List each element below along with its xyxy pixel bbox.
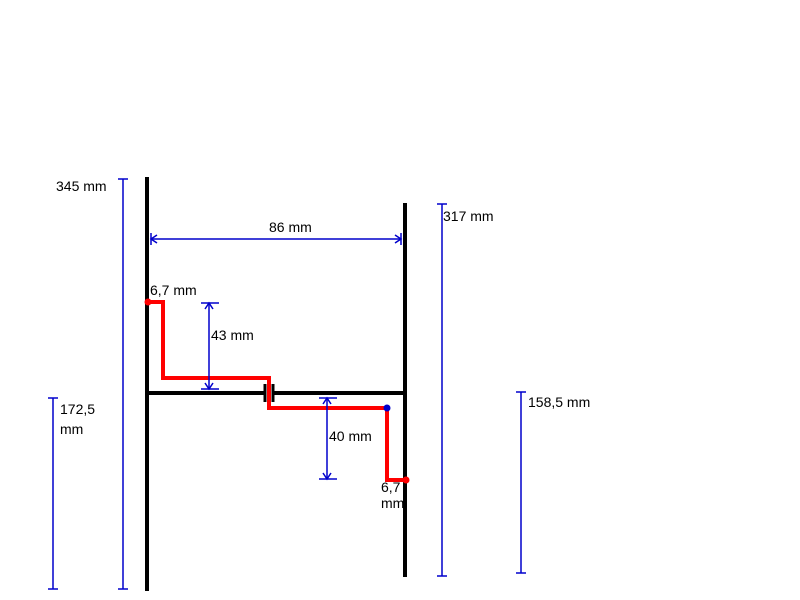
dim-upper-drop [201, 301, 219, 391]
label-bottom-offset-1: 6,7 [381, 479, 401, 495]
label-top-offset: 6,7 mm [150, 282, 197, 298]
label-lower-drop: 40 mm [329, 428, 372, 444]
dimension-lines [48, 178, 526, 590]
dimension-labels: 345 mm 317 mm 86 mm 6,7 mm 43 mm 172,5 m… [56, 178, 590, 511]
label-spacing: 86 mm [269, 219, 312, 235]
upper-conductor [147, 300, 406, 482]
dim-right-feed-height [516, 391, 526, 574]
dim-left-feed-height [48, 397, 58, 590]
label-left-height: 345 mm [56, 178, 107, 194]
label-bottom-offset-2: mm [381, 495, 404, 511]
label-left-feed-height-2: mm [60, 421, 83, 437]
label-upper-drop: 43 mm [211, 327, 254, 343]
dim-right-height [437, 203, 447, 577]
structure [145, 177, 407, 591]
bottom-connection-point [402, 476, 410, 484]
dim-lower-drop [319, 396, 337, 481]
feed-point [383, 404, 391, 412]
top-connection-point [144, 298, 152, 306]
dim-element-spacing [149, 233, 403, 245]
dim-left-height [118, 178, 128, 590]
conductor [147, 300, 406, 482]
label-left-feed-height-1: 172,5 [60, 401, 95, 417]
label-right-feed-height: 158,5 mm [528, 394, 590, 410]
label-right-height: 317 mm [443, 208, 494, 224]
